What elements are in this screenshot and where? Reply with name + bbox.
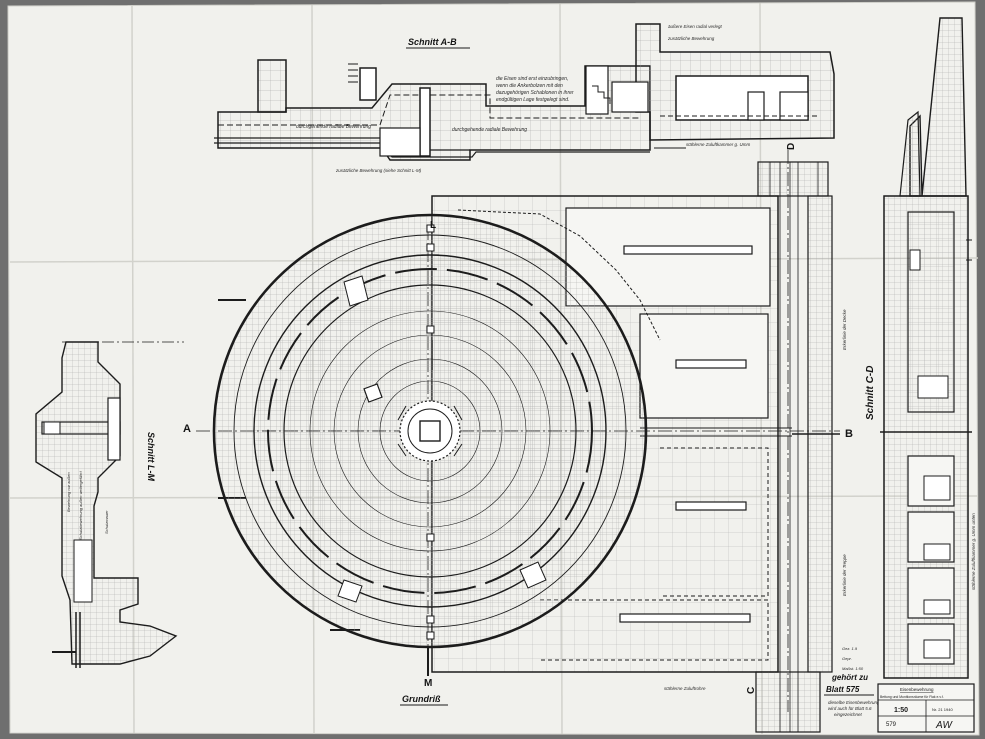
section-a-b-label-left: durchgehende radiale Bewehrung: [296, 124, 371, 130]
marker-a: A: [183, 423, 191, 435]
section-l-m-label-2: Schutzbewehrung außen weitergeführt: [78, 470, 83, 540]
title-block-drawing-no: Nr. 21 1940: [932, 707, 953, 712]
title-block-subtitle: Bettung und Munitionsräume für Flak e.v.…: [880, 695, 944, 699]
footer-ref-2: Blatt 575: [826, 685, 860, 694]
section-a-b-label-top-1: äußere Eisen radial verlegt: [668, 24, 723, 29]
plan-label-wall-2: Erkerlinie der Treppe: [842, 554, 847, 596]
footer-small-2: Gepr.: [842, 656, 852, 661]
section-c-d-title: Schnitt C-D: [865, 366, 876, 420]
section-a-b-label-bottom: zusätzliche Bewehrung (siehe Schnitt L-M…: [335, 168, 422, 173]
section-a-b: [214, 23, 835, 161]
plan-label-wall-1: Erkerlinie der Decke: [842, 309, 847, 350]
title-block: [877, 683, 975, 733]
section-l-m-label-3: Schutzmauer: [104, 510, 109, 534]
title-block-signature: AW: [935, 720, 953, 731]
marker-d: D: [786, 143, 797, 150]
section-a-b-label-right: stählerne Zuluftkammer g. Umm: [686, 142, 751, 147]
footer-ref-1: gehört zu: [831, 673, 868, 682]
section-l-m: [35, 341, 184, 668]
footer-ref-note-1: dieselbe Eisenbewehrung: [828, 700, 880, 705]
section-c-d-label-side: stählerne Zuluftkammer g. Umm unten: [971, 513, 976, 590]
footer-ref-note-3: eingezeichnet: [834, 712, 863, 717]
svg-text:endgültigen Lage festgelegt si: endgültigen Lage festgelegt sind.: [496, 97, 569, 103]
footer-small-1: Gez. 1.9: [842, 646, 858, 651]
svg-text:die Eisen sind erst einzubring: die Eisen sind erst einzubringen,: [496, 76, 568, 82]
footer-small-3: Maßst. 1:50: [842, 666, 864, 671]
marker-b: B: [845, 428, 853, 440]
section-a-b-label-mid: durchgehende radiale Bewehrung: [452, 127, 527, 133]
plan-title: Grundriß: [402, 694, 441, 704]
svg-text:dazugehörigen Schablonen in ih: dazugehörigen Schablonen in ihrer: [496, 90, 574, 96]
section-l-m-label-1: Bewehrung nur außen: [66, 472, 71, 512]
title-block-scale: 1:50: [894, 707, 908, 714]
section-a-b-title: Schnitt A-B: [408, 37, 457, 47]
svg-text:wenn die Ankerbolzen mit den: wenn die Ankerbolzen mit den: [496, 83, 563, 89]
plan-label-zuluft: stählerne Zuluftrohre: [664, 686, 706, 691]
section-c-d: [880, 17, 972, 679]
marker-l: L: [430, 220, 436, 231]
footer-ref-note-2: wird auch für Blatt 5.6: [828, 706, 872, 711]
marker-m: M: [424, 678, 432, 689]
title-block-sheet: 579: [886, 722, 897, 728]
gun-pit-plan: [212, 213, 648, 649]
section-a-b-label-top-2: zusätzliche Bewehrung: [667, 36, 715, 41]
title-block-title: Eisenbewehrung: [900, 687, 934, 692]
marker-c: C: [746, 687, 757, 694]
section-l-m-title: Schnitt L-M: [146, 432, 156, 481]
section-a-b-note: die Eisen sind erst einzubringen, wenn d…: [496, 76, 574, 103]
